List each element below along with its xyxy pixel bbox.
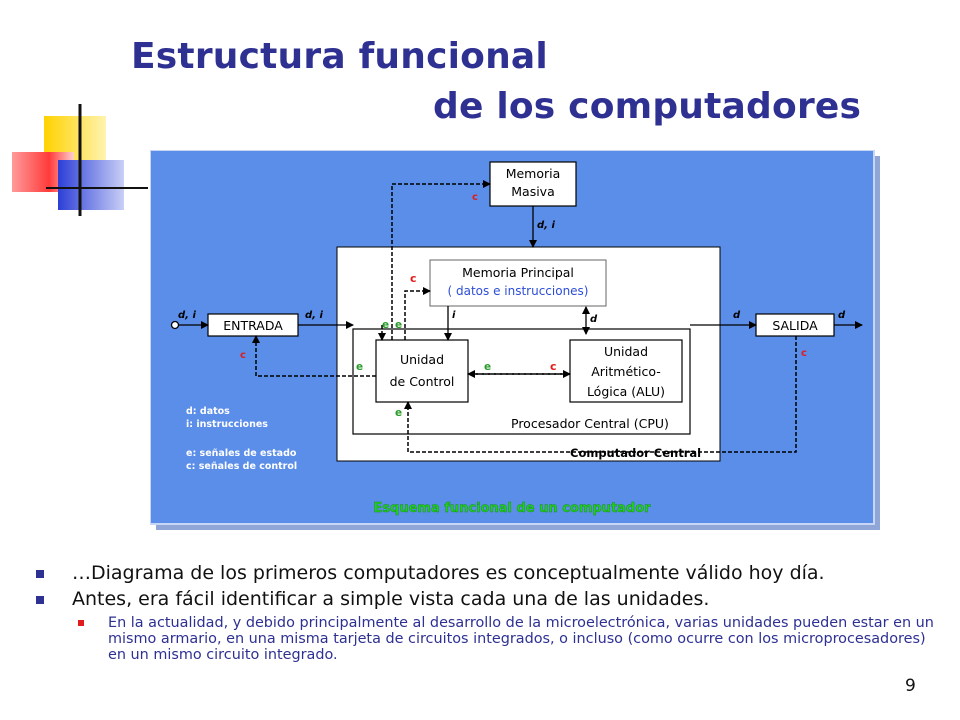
legend-datos: d: datos [186, 406, 230, 417]
bullet-list: …Diagrama de los primeros computadores e… [36, 560, 936, 663]
signal-e-2: e [395, 319, 402, 331]
bullet-text-2: Antes, era fácil identificar a simple vi… [72, 588, 710, 610]
bullet-marker [36, 596, 44, 604]
legend-instrucciones: i: instrucciones [186, 419, 268, 430]
bullet-item-1: …Diagrama de los primeros computadores e… [36, 560, 936, 586]
entrada-label: ENTRADA [223, 318, 283, 333]
unidad-control-box [375, 339, 469, 403]
diagram-caption: Esquema funcional de un computador [373, 501, 651, 516]
sub-bullet-item-1: En la actualidad, y debido principalment… [78, 615, 936, 663]
signal-di-entrada: d, i [305, 310, 323, 321]
bullet-item-2: Antes, era fácil identificar a simple vi… [36, 586, 936, 612]
computer-functional-diagram: Computador Central Procesador Central (C… [150, 150, 880, 530]
alu-label-2: Aritmético- [591, 364, 661, 379]
signal-d-salida: d [733, 310, 741, 321]
cpu-label: Procesador Central (CPU) [511, 416, 669, 431]
memoria-principal-label: Memoria Principal [462, 265, 574, 280]
salida-control-path [404, 336, 797, 453]
computador-central-label: Computador Central [570, 446, 701, 460]
signal-c-masiva: c [472, 192, 478, 203]
signal-e-1: e [382, 319, 389, 331]
signal-di-input: d, i [178, 310, 196, 321]
control-to-masiva-path [391, 180, 491, 340]
signal-d-output: d [838, 310, 846, 321]
alu-label-1: Unidad [604, 344, 648, 359]
sub-bullet-text-1: En la actualidad, y debido principalment… [108, 615, 934, 663]
legend-estado: e: señales de estado [186, 448, 297, 459]
signal-e-4: e [484, 361, 491, 373]
signal-e-5: e [395, 407, 402, 419]
slide-title-line2: de los computadores [433, 86, 862, 127]
slide-title-line1: Estructura funcional [131, 36, 548, 77]
salida-label: SALIDA [772, 318, 818, 333]
memoria-principal-box [429, 259, 607, 307]
legend-control: c: señales de control [186, 461, 297, 472]
signal-c-principal: c [410, 272, 417, 285]
alu-label-3: Lógica (ALU) [587, 384, 665, 399]
signal-e-3: e [356, 361, 363, 373]
signal-i: i [452, 310, 456, 321]
alu-box [569, 339, 683, 403]
bullet-text-1: …Diagrama de los primeros computadores e… [72, 562, 825, 584]
unidad-control-label-1: Unidad [400, 352, 444, 367]
decorative-squares-logo [12, 104, 148, 216]
memoria-masiva-box [489, 161, 577, 207]
signal-c-alu: c [550, 360, 557, 373]
signal-c-salida: c [801, 348, 807, 359]
signal-c-entrada: c [240, 350, 246, 361]
signal-d-memory: d [590, 314, 598, 325]
control-to-entrada-path [252, 335, 376, 377]
control-to-principal-path [404, 287, 431, 340]
bullet-marker [36, 570, 44, 578]
memoria-masiva-label-1: Memoria [506, 166, 561, 181]
page-number: 9 [905, 676, 916, 696]
unidad-control-label-2: de Control [390, 374, 455, 389]
memoria-masiva-label-2: Masiva [511, 184, 555, 199]
signal-di-masiva: d, i [537, 220, 555, 231]
sub-bullet-marker [78, 620, 84, 626]
memoria-principal-sublabel: ( datos e instrucciones) [447, 284, 588, 298]
